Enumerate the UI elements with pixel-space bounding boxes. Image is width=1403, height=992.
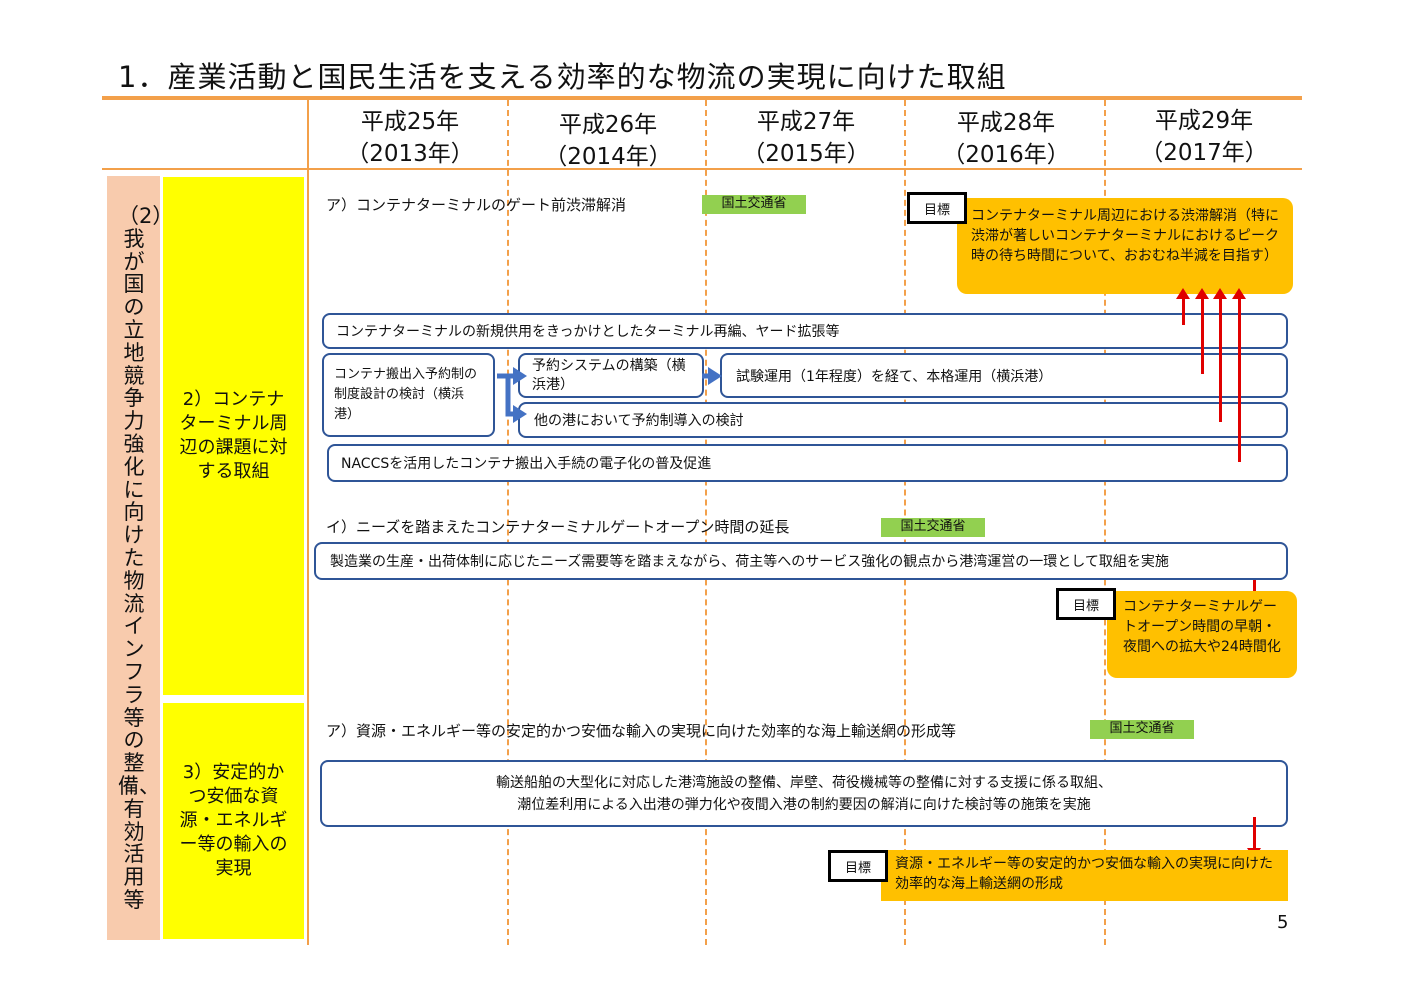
year-header-2013: 平成25年（2013年） — [346, 109, 474, 167]
column-line-2014 — [507, 100, 509, 945]
column-line-start — [307, 100, 309, 945]
year-header-2015: 平成27年（2015年） — [742, 109, 870, 167]
year-header-2016: 平成28年（2016年） — [942, 110, 1070, 168]
bar-naccs: NACCSを活用したコンテナ搬出入手続の電子化の普及促進 — [327, 444, 1288, 482]
page-title: 1．産業活動と国民生活を支える効率的な物流の実現に向けた取組 — [118, 60, 1007, 94]
bar-trial-operation: 試験運用（1年程度）を経て、本格運用（横浜港） — [720, 353, 1288, 398]
arrow-head-to-system — [513, 367, 527, 385]
goal-box-energy: 資源・エネルギー等の安定的かつ安価な輸入の実現に向けた効率的な海上輸送網の形成 — [881, 850, 1288, 901]
red-arrow-head-1 — [1176, 288, 1190, 299]
goal-box-congestion: コンテナターミナル周辺における渋滞解消（特に渋滞が著しいコンテナターミナルにおけ… — [957, 198, 1293, 294]
red-arrow-shaft-1 — [1182, 298, 1185, 325]
red-arrow-head-2 — [1195, 288, 1209, 299]
flow-arrows — [497, 367, 722, 423]
bar-port-facility-support: 輸送船舶の大型化に対応した港湾施設の整備、岸壁、荷役機械等の整備に対する支援に係… — [320, 760, 1288, 827]
red-arrow-shaft-2 — [1201, 298, 1204, 374]
category-label: （2）我が国の立地競争力強化に向けた物流インフラ等の整備、有効活用等 — [118, 204, 174, 912]
subcategory-container-terminal: 2）コンテナターミナル周辺の課題に対する取組 — [163, 177, 304, 695]
column-line-2017 — [1104, 100, 1106, 945]
bar-other-ports: 他の港において予約制導入の検討 — [518, 402, 1288, 438]
red-arrow-shaft-3 — [1219, 298, 1222, 422]
red-arrow-shaft-gate — [1253, 580, 1256, 594]
bar-gate-opening-initiative: 製造業の生産・出荷体制に応じたニーズ需要等を踏まえながら、荷主等へのサービス強化… — [314, 542, 1288, 580]
page-number: 5 — [1277, 912, 1289, 933]
goal-label: 目標 — [907, 192, 967, 224]
section-title-gate-opening: イ）ニーズを踏まえたコンテナターミナルゲートオープン時間の延長 — [326, 518, 790, 536]
red-arrow-head-4 — [1232, 288, 1246, 299]
goal-box-gate-opening: コンテナターミナルゲートオープン時間の早朝・夜間への拡大や24時間化 — [1107, 591, 1297, 678]
ministry-tag: 国土交通省 — [702, 195, 806, 214]
bar-port-facility-line-1: 輸送船舶の大型化に対応した港湾施設の整備、岸壁、荷役機械等の整備に対する支援に係… — [496, 774, 1112, 791]
bar-terminal-reorganization: コンテナターミナルの新規供用をきっかけとしたターミナル再編、ヤード拡張等 — [322, 313, 1288, 349]
category-cell — [107, 176, 160, 940]
red-arrow-head-3 — [1213, 288, 1227, 299]
header-divider — [102, 168, 1302, 170]
ministry-tag: 国土交通省 — [1090, 720, 1194, 739]
arrow-head-to-other-ports — [513, 405, 527, 423]
title-underline — [102, 96, 1302, 100]
red-arrow-shaft-energy — [1253, 817, 1256, 852]
red-arrow-shaft-4 — [1238, 298, 1241, 462]
year-header-2017: 平成29年（2017年） — [1140, 108, 1268, 166]
goal-label: 目標 — [828, 850, 888, 882]
goal-label: 目標 — [1056, 588, 1116, 620]
subcategory-energy-import: 3）安定的かつ安価な資源・エネルギー等の輸入の実現 — [163, 703, 304, 939]
bar-port-facility-line-2: 潮位差利用による入出港の弾力化や夜間入港の制約要因の解消に向けた検討等の施策を実… — [517, 796, 1091, 813]
year-header-2014: 平成26年（2014年） — [544, 112, 672, 170]
section-title-gate-congestion: ア）コンテナターミナルのゲート前渋滞解消 — [326, 196, 627, 214]
box-reservation-design: コンテナ搬出入予約制の制度設計の検討（横浜港） — [322, 353, 495, 437]
arrow-shaft-to-other-ports — [505, 376, 515, 417]
section-title-energy-transport: ア）資源・エネルギー等の安定的かつ安価な輸入の実現に向けた効率的な海上輸送網の形… — [326, 722, 957, 740]
arrow-head-to-trial — [708, 367, 722, 385]
column-line-2015 — [705, 100, 707, 945]
ministry-tag: 国土交通省 — [881, 518, 985, 537]
box-reservation-system: 予約システムの構築（横浜港） — [518, 353, 704, 398]
